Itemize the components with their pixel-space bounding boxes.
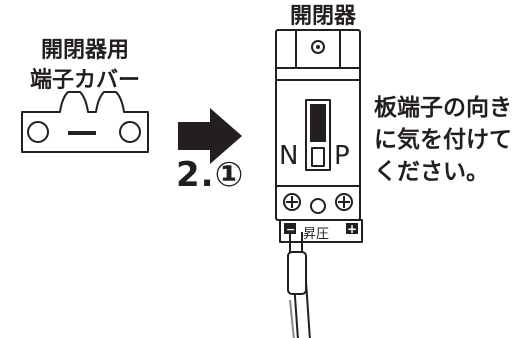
terminal-cover-label-line2: 端子カバー [29, 68, 140, 93]
top-screw-icon [311, 40, 325, 54]
terminal-cover-label-line1: 開閉器用 [40, 38, 129, 63]
plus-mark: + [347, 222, 357, 236]
neutral-mark: N [279, 141, 298, 171]
terminal-cover-label: 開閉器用 端子カバー [10, 36, 160, 96]
installed-terminal-cover [279, 219, 363, 243]
phase-mark: P [334, 141, 350, 171]
orientation-note-line1: 板端子の向き [374, 95, 512, 121]
orientation-note-line3: ください。 [374, 159, 489, 185]
right-terminal-screw-icon [335, 193, 353, 211]
right-arrow-icon [178, 108, 242, 164]
step-label: 2.① [176, 155, 245, 195]
orientation-note-line2: に気を付けて [374, 127, 512, 153]
center-screw-icon [310, 198, 326, 214]
minus-mark: − [286, 223, 295, 236]
terminal-label: 昇圧 [303, 227, 329, 242]
breaker-title: 開閉器 [289, 4, 356, 29]
breaker-illustration [275, 29, 363, 338]
left-terminal-screw-icon [283, 193, 301, 211]
terminal-cover-illustration [21, 91, 149, 153]
orientation-note: 板端子の向き に気を付けて ください。 [374, 92, 512, 188]
